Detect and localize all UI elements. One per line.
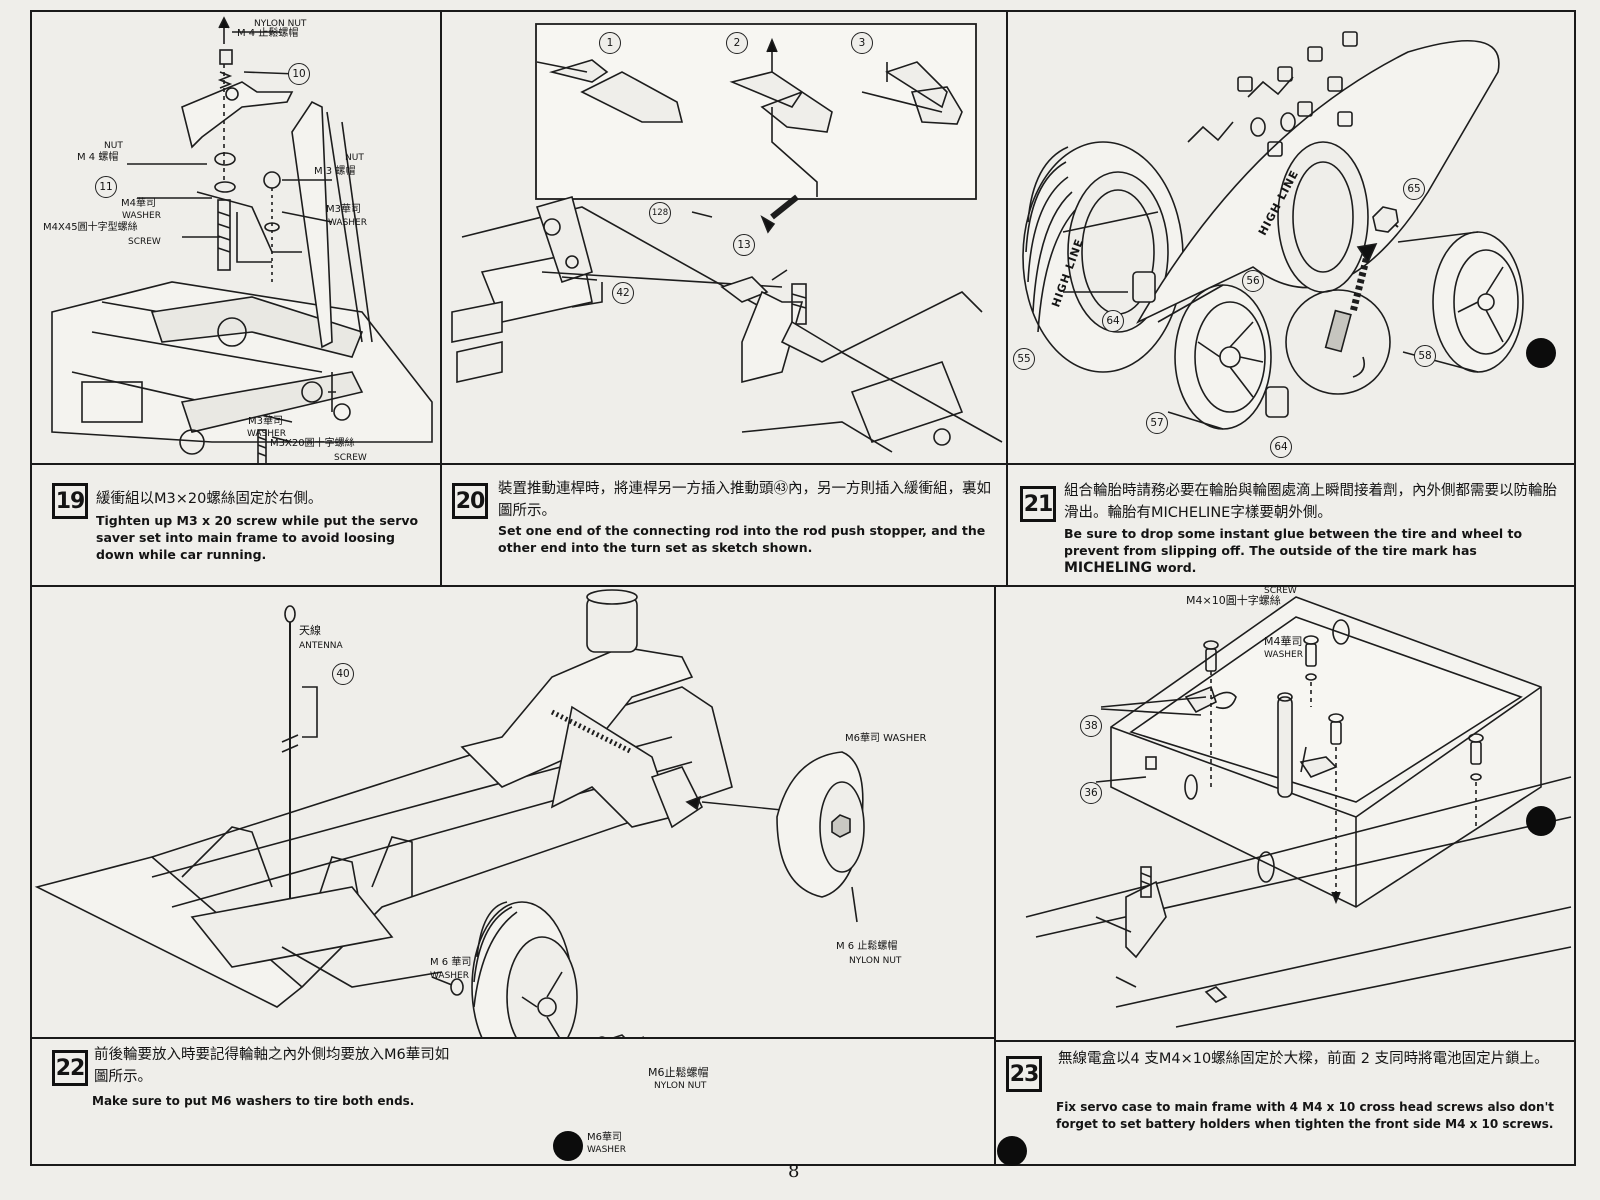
washer-label-en: WASHER xyxy=(122,211,161,221)
step22-text: 22 前後輪要放入時要記得輪軸之內外側均要放入M6華司如圖所示。 Make su… xyxy=(32,1039,994,1164)
part-58-marker: 58 xyxy=(1414,345,1436,367)
washer-m3-label-2: M3華司 xyxy=(248,416,283,427)
m6-washer-label-top: M6華司 WASHER xyxy=(845,733,927,744)
step23-chinese: 無線電盒以4 支M4×10螺絲固定於大樑，前面 2 支同時將電池固定片鎖上。 xyxy=(1058,1051,1549,1067)
step22-badge: 22 xyxy=(52,1050,88,1086)
m6-nylon-nut-label-zh: M 6 止鬆螺帽 xyxy=(836,941,898,952)
part-10-marker: 10 xyxy=(288,63,310,85)
part-42-marker: 42 xyxy=(612,282,634,304)
m6-washer-label-zh: M 6 華司 xyxy=(430,957,472,968)
step21-english-tail: word. xyxy=(1156,560,1197,575)
nut-m4-label: M 4 螺帽 xyxy=(77,152,119,163)
step22-english: Make sure to put M6 washers to tire both… xyxy=(92,1094,415,1108)
step19-english: Tighten up M3 x 20 screw while put the s… xyxy=(96,513,419,562)
m6-nylon-nut-label-zh-2: M6止鬆螺帽 xyxy=(648,1066,709,1079)
step21-chinese: 組合輪胎時請務必要在輪胎與輪圈處滴上瞬間接着劑，內外側都需要以防輪胎滑出。輪胎有… xyxy=(1064,483,1557,521)
washer-m3-label: M3華司 xyxy=(326,204,361,215)
part-64-marker-b: 64 xyxy=(1270,436,1292,458)
nut-label-en: NUT xyxy=(104,141,123,151)
step20-english: Set one end of the connecting rod into t… xyxy=(498,523,986,555)
divider-bottom xyxy=(994,585,996,1166)
part-40-marker: 40 xyxy=(332,663,354,685)
washer-label-en-2: WASHER xyxy=(328,218,367,228)
step22-illustration: 天線 ANTENNA 40 M6華司 WASHER M 6 止鬆螺帽 NYLON… xyxy=(32,587,994,1037)
step23-illustration: SCREW M4×10圓十字螺絲 M4華司 WASHER 38 36 xyxy=(996,587,1574,1040)
part-57-marker: 57 xyxy=(1146,412,1168,434)
step19-badge: 19 xyxy=(52,483,88,519)
divider-middle xyxy=(30,585,1576,587)
step19-text: 19 緩衝組以M3×20螺絲固定於右側。 Tighten up M3 x 20 … xyxy=(32,465,440,585)
step21-illustration: 55 56 57 58 64 64 65 HIGH LINE HIGH LINE xyxy=(1008,12,1574,463)
binder-hole xyxy=(553,1131,583,1161)
part-36-marker: 36 xyxy=(1080,782,1102,804)
m6-washer-label-zh-2: M6華司 xyxy=(587,1132,622,1143)
washer-m4-label: M4華司 xyxy=(121,198,156,209)
sequence-1-marker: 1 xyxy=(599,32,621,54)
m6-nylon-nut-label-en: NYLON NUT xyxy=(849,956,902,966)
step23-english: Fix servo case to main frame with 4 M4 x… xyxy=(1056,1100,1555,1131)
nut-label-en-2: NUT xyxy=(345,153,364,163)
m6-washer-label-en-2: WASHER xyxy=(587,1145,626,1155)
part-65-marker: 65 xyxy=(1403,178,1425,200)
part-128-marker: 128 xyxy=(649,202,671,224)
step21-text: 21 組合輪胎時請務必要在輪胎與輪圈處滴上瞬間接着劑，內外側都需要以防輪胎滑出。… xyxy=(1008,465,1574,585)
step21-english-emphasis: MICHELING xyxy=(1064,560,1153,576)
step23-text: 23 無線電盒以4 支M4×10螺絲固定於大樑，前面 2 支同時將電池固定片鎖上… xyxy=(996,1042,1574,1164)
divider-row-bottom-left xyxy=(30,1037,994,1039)
nut-m3-label: M 3 螺帽 xyxy=(314,166,356,177)
screw-label-en: SCREW xyxy=(128,237,161,247)
sequence-3-marker: 3 xyxy=(851,32,873,54)
page-number: 8 xyxy=(788,1161,800,1182)
antenna-label-en: ANTENNA xyxy=(299,641,343,651)
step21-badge: 21 xyxy=(1020,486,1056,522)
screw-m3x20-label: M3X20圓十字螺絲 xyxy=(270,438,355,449)
divider-top-left xyxy=(440,10,442,585)
part-13-marker: 13 xyxy=(733,234,755,256)
step20-illustration: 1 2 3 128 13 42 xyxy=(442,12,1006,463)
m6-nylon-nut-label-en-2: NYLON NUT xyxy=(654,1081,707,1091)
step20-chinese: 裝置推動連桿時，將連桿另一方插入推動頭㊸內，另一方則插入緩衝組，裏如圖所示。 xyxy=(498,481,991,519)
part-64-marker-a: 64 xyxy=(1102,310,1124,332)
washer-m4-label-23: M4華司 xyxy=(1264,635,1303,648)
binder-hole xyxy=(1526,338,1556,368)
step20-text: 20 裝置推動連桿時，將連桿另一方插入推動頭㊸內，另一方則插入緩衝組，裏如圖所示… xyxy=(442,465,1006,585)
antenna-label-zh: 天線 xyxy=(299,624,321,637)
screw-m4x45-label: M4X45圓十字型螺絲 xyxy=(43,222,138,233)
step20-badge: 20 xyxy=(452,483,488,519)
nylon-nut-label-zh: M 4 止鬆螺帽 xyxy=(237,28,299,39)
step19-illustration: NYLON NUT M 4 止鬆螺帽 10 NUT M 4 螺帽 NUT M 3… xyxy=(32,12,440,463)
m6-washer-label-en: WASHER xyxy=(430,971,469,981)
divider-row-top xyxy=(30,463,1576,465)
washer-label-en-3: WASHER xyxy=(247,429,286,439)
screw-m4x10-label: M4×10圓十字螺絲 xyxy=(1186,594,1281,607)
sequence-2-marker: 2 xyxy=(726,32,748,54)
binder-hole xyxy=(1526,806,1556,836)
screw-label-en-2: SCREW xyxy=(334,453,367,463)
washer-label-en-23: WASHER xyxy=(1264,650,1303,660)
page-frame xyxy=(30,10,1576,1166)
part-56-marker: 56 xyxy=(1242,270,1264,292)
step21-english: Be sure to drop some instant glue betwee… xyxy=(1064,525,1569,577)
part-11-marker: 11 xyxy=(95,176,117,198)
screw-label-en-23: SCREW xyxy=(1264,587,1297,596)
step23-badge: 23 xyxy=(1006,1056,1042,1092)
part-55-marker: 55 xyxy=(1013,348,1035,370)
step21-english-main: Be sure to drop some instant glue betwee… xyxy=(1064,526,1523,558)
divider-top-right xyxy=(1006,10,1008,585)
part-38-marker: 38 xyxy=(1080,715,1102,737)
divider-row-bottom-right xyxy=(996,1040,1576,1042)
step19-chinese: 緩衝組以M3×20螺絲固定於右側。 xyxy=(96,491,323,507)
binder-hole xyxy=(997,1136,1027,1166)
nylon-nut-label-en: NYLON NUT xyxy=(254,19,307,29)
step22-chinese: 前後輪要放入時要記得輪軸之內外側均要放入M6華司如圖所示。 xyxy=(94,1047,450,1085)
